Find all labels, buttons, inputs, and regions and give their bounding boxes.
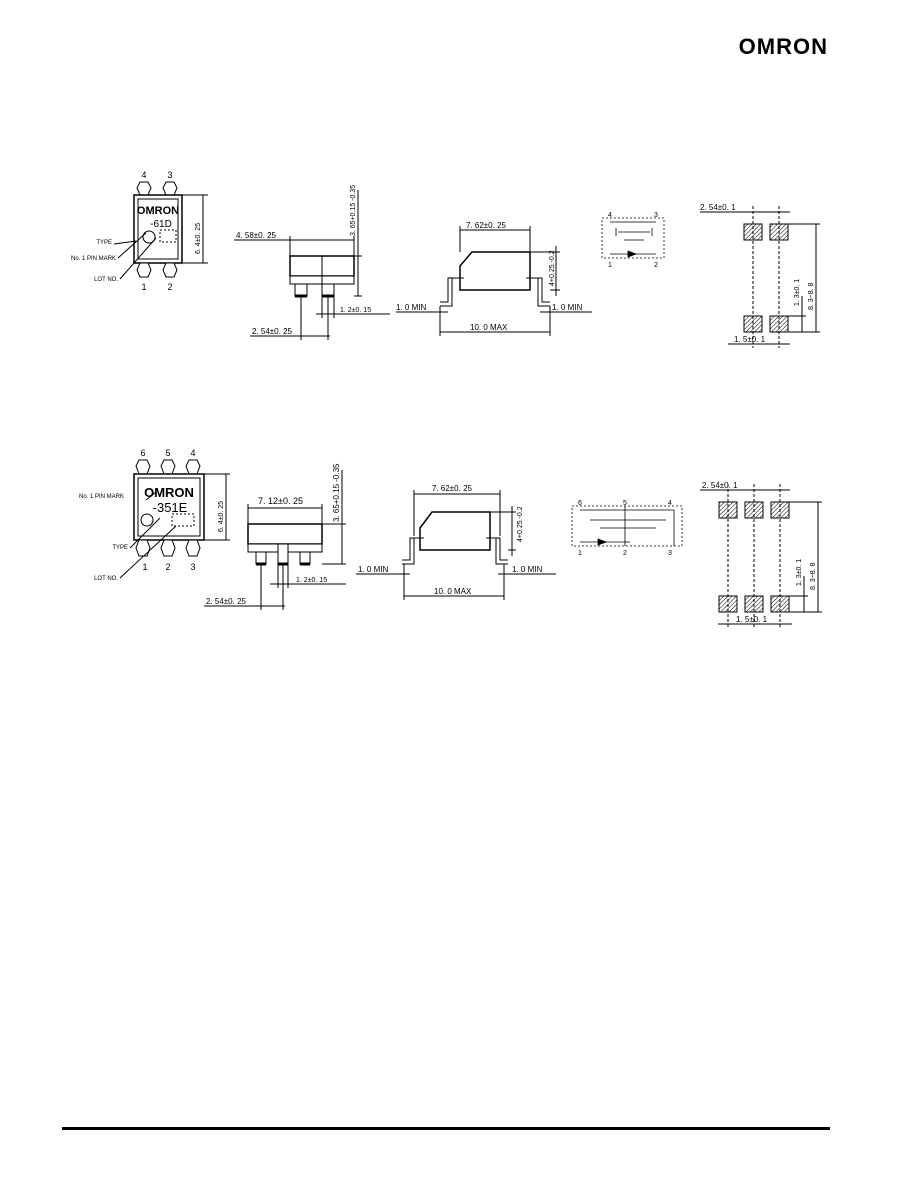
type-text: -351E [153,500,188,515]
height-dimension: 4+0.25 -0.2 [517,506,524,542]
width-dimension: 7. 12±0. 25 [258,496,303,506]
pin-label: 2 [165,562,170,572]
pin-label: 4 [668,500,672,507]
callout-pin-mark: No. 1 PIN MARK [79,494,124,500]
pin-label: 4 [608,212,612,219]
span-dimension: 8. 3~8. 8 [810,562,817,590]
top-view-6pin [119,459,230,579]
type-text: -61D [150,219,172,230]
span-dimension: 8. 3~8. 8 [808,282,815,310]
callout-lot-no: LOT NO. [94,277,118,283]
height-dimension: 4+0.25 -0.2 [549,250,556,286]
height-dimension: 6. 4±0. 25 [195,223,202,254]
lead-min-left: 1. 0 MIN [358,565,388,574]
callout-pin-mark: No. 1 PIN MARK [71,256,116,262]
package-6pin: 6 5 4 1 2 3 OMRON -351E No. 1 PIN MARK T… [79,448,822,628]
package-4pin: 4 3 1 2 OMRON -61D TYPE No. 1 PIN MARK L… [71,170,820,348]
pin-label: 4 [190,448,195,458]
pad-dimension: 1. 5±0. 1 [734,335,766,344]
height-dimension: 3. 65+0.15 -0.35 [332,463,341,522]
pin-label: 5 [623,500,627,507]
lead-min-left: 1. 0 MIN [396,303,426,312]
body-dimension: 7. 62±0. 25 [466,221,507,230]
pin-label: 4 [141,170,146,180]
pin-label: 5 [165,448,170,458]
height-dimension: 3. 65+0.15 -0.35 [350,185,357,236]
schematic-4pin [601,217,665,259]
pin-label: 2 [654,262,658,269]
pin-label: 2 [167,282,172,292]
callout-type: TYPE [112,545,128,551]
pin-label: 2 [623,550,627,557]
package-logo: OMRON [144,485,194,500]
pin-label: 1 [142,562,147,572]
side-view-6pin [204,470,346,610]
footer-rule [62,1127,830,1130]
callout-type: TYPE [96,240,112,246]
pitch-dimension: 2. 54±0. 1 [700,203,736,212]
schematic-6pin [571,505,683,547]
pad-height-dimension: 1. 3±0. 1 [796,559,803,586]
overall-dimension: 10. 0 MAX [434,587,472,596]
front-view-4pin [396,226,592,336]
pin-label: 1 [608,262,612,269]
overall-dimension: 10. 0 MAX [470,323,508,332]
front-view-6pin [356,490,556,600]
height-dimension: 6. 4±0. 25 [218,501,225,532]
pitch-dimension: 2. 54±0. 25 [252,327,293,336]
pad-dimension: 1. 5±0. 1 [736,615,768,624]
lead-min-right: 1. 0 MIN [512,565,542,574]
pin-label: 3 [668,550,672,557]
lead-min-right: 1. 0 MIN [552,303,582,312]
pin-label: 1 [578,550,582,557]
footprint-6pin [700,484,822,628]
top-view-4pin [113,181,208,280]
package-logo: OMRON [137,205,179,217]
lead-dimension: 1. 2±0. 15 [296,577,327,584]
pad-height-dimension: 1. 3±0. 1 [794,279,801,306]
footprint-4pin [700,206,820,348]
pitch-dimension: 2. 54±0. 1 [702,481,738,490]
width-dimension: 4. 58±0. 25 [236,231,277,240]
lead-dimension: 1. 2±0. 15 [340,307,371,314]
omron-logo: OMRON [738,34,828,59]
pin-label: 6 [140,448,145,458]
side-view-4pin [234,190,390,340]
pin-label: 1 [141,282,146,292]
pin-label: 6 [578,500,582,507]
pin-label: 3 [654,212,658,219]
pin-label: 3 [190,562,195,572]
callout-lot-no: LOT NO. [94,576,118,582]
pitch-dimension: 2. 54±0. 25 [206,597,247,606]
pin-label: 3 [167,170,172,180]
body-dimension: 7. 62±0. 25 [432,484,473,493]
